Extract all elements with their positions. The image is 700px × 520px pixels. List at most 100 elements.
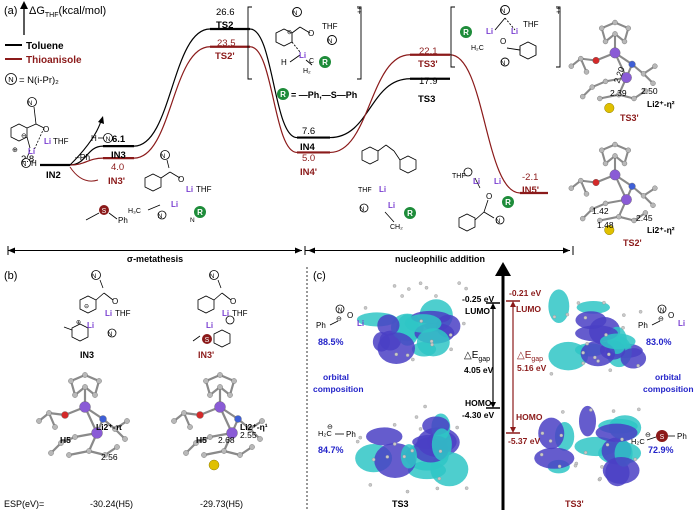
svg-text:R: R — [463, 28, 469, 37]
ts3-bracket — [450, 5, 561, 68]
nucleophilic-addition-label: nucleophilic addition — [395, 254, 485, 264]
panel-label-b: (b) — [4, 270, 17, 282]
n-circle-icon — [5, 73, 17, 85]
in3-3d-structure — [36, 372, 130, 458]
ts2p-value: 23.5 — [217, 38, 236, 49]
ts3p-li-eta-label: Li2⁺-η² — [647, 99, 675, 109]
connector-thioanisole-4 — [329, 54, 411, 154]
sigma-metathesis-label: σ-metathesis — [127, 254, 183, 264]
r-definition: R = —Ph,—S—Ph — [277, 88, 357, 100]
ts2p-li-eta-label: Li2⁺-η² — [647, 225, 675, 235]
egap-left-value: 4.05 eV — [464, 365, 494, 375]
in3-value: 6.1 — [112, 134, 126, 145]
energy-axis: ΔGTHF(kcal/mol) — [20, 1, 106, 35]
svg-text:O: O — [347, 311, 353, 320]
d-255: 2.55 — [240, 430, 257, 440]
in2-label: IN2 — [46, 170, 61, 181]
in4-label: IN4 — [300, 142, 316, 153]
d-148: 1.48 — [597, 220, 614, 230]
section-arrows — [7, 246, 574, 255]
svg-text:N: N — [293, 10, 298, 17]
svg-text:O: O — [112, 297, 118, 306]
in3p-structure — [144, 150, 181, 220]
svg-text:O: O — [500, 37, 506, 46]
ts3p-3d-label: TS3' — [620, 113, 639, 123]
connector-toluene-2 — [133, 28, 211, 147]
svg-text:Li: Li — [494, 177, 501, 186]
d-142: 1.42 — [592, 206, 609, 216]
svg-text:N: N — [360, 206, 365, 213]
panel-label-a: (a) — [4, 5, 17, 17]
svg-text:Li: Li — [678, 319, 685, 328]
in3-2d-structure — [63, 270, 117, 342]
svg-text:Li: Li — [299, 51, 306, 60]
svg-text:Li: Li — [105, 309, 112, 318]
connector-thioanisole-2 — [133, 46, 211, 159]
egap-left-label: △Egap — [464, 350, 490, 363]
in4p-label: IN4' — [300, 167, 317, 178]
li-eta-label: Li2⁺-η¹ — [240, 422, 268, 432]
profile-labels: 2.8 IN2 6.1 IN3 4.0 IN3' 26.6 TS2 23.5 T… — [21, 7, 539, 196]
lumo-right-value: -0.21 eV — [509, 288, 541, 298]
svg-text:O: O — [308, 29, 314, 38]
composition-label-left: composition — [313, 384, 364, 394]
in3-label: IN3 — [111, 150, 126, 161]
lumo-left-value: -0.25 eV — [462, 294, 494, 304]
d-245: 2.45 — [636, 213, 653, 223]
svg-text:THF: THF — [196, 185, 212, 194]
d-239: 2.39 — [610, 88, 627, 98]
pct-right-top: 83.0% — [646, 337, 672, 347]
svg-text:⊖: ⊖ — [327, 424, 333, 431]
svg-text:⊖: ⊖ — [21, 133, 27, 140]
svg-text:⊖: ⊖ — [336, 316, 342, 323]
svg-text:R: R — [197, 208, 203, 217]
lumo-left-label: LUMO — [465, 306, 490, 316]
homo-left-label: HOMO — [465, 398, 492, 408]
in4-value: 7.6 — [302, 126, 315, 137]
left-fragments: Ph ⊖ O N Li 88.5% orbital composition H₂… — [313, 304, 364, 455]
right-fragments: Ph ⊖ O N Li 83.0% orbital composition ⊖ … — [631, 304, 694, 455]
legend: Toluene Thioanisole N = N(i-Pr)₂ — [5, 41, 82, 86]
svg-text:⊖: ⊖ — [84, 304, 89, 310]
svg-text:N: N — [501, 60, 506, 67]
svg-text:O: O — [230, 297, 236, 306]
connector-thioanisole-5 — [449, 54, 521, 194]
svg-text:⊖: ⊖ — [658, 316, 664, 323]
ts3p-label: TS3' — [418, 59, 438, 70]
svg-text:THF: THF — [452, 173, 466, 180]
in2-structure — [10, 97, 45, 168]
orbital-clouds — [355, 281, 647, 494]
in3p-label: IN3' — [108, 176, 125, 187]
svg-text:R: R — [280, 90, 286, 99]
svg-text:CH₂: CH₂ — [390, 224, 403, 231]
svg-text:N: N — [106, 136, 111, 143]
legend-thioanisole-label: Thioanisole — [26, 55, 82, 66]
in5p-value: -2.1 — [522, 172, 538, 183]
h-n-fragment: H N — [69, 116, 113, 166]
svg-text:N: N — [338, 308, 342, 314]
svg-text:⊕: ⊕ — [12, 147, 18, 154]
svg-text:N: N — [501, 8, 506, 15]
svg-text:Li: Li — [87, 321, 94, 330]
homo-right-value: -5.37 eV — [508, 436, 540, 446]
svg-text:R: R — [505, 198, 511, 207]
svg-text:H₂C: H₂C — [471, 45, 484, 52]
in4p-value: 5.0 — [302, 153, 315, 164]
ts3p-label-c: TS3' — [565, 499, 584, 509]
svg-text:S: S — [205, 337, 210, 344]
h5-label-in3: H5 — [60, 435, 71, 445]
d-256: 2.56 — [101, 452, 118, 462]
svg-text:H: H — [31, 159, 37, 168]
svg-text:O: O — [178, 175, 184, 184]
li-label: Li — [44, 137, 51, 146]
ts2-value: 26.6 — [216, 7, 235, 18]
esp-in3p: -29.73(H5) — [200, 499, 243, 509]
in3p-value: 4.0 — [111, 162, 124, 173]
in3p-3d-structure — [171, 372, 265, 471]
connector-thioanisole-3 — [249, 46, 298, 154]
svg-text:N: N — [328, 38, 333, 45]
homo-right-label: HOMO — [516, 412, 543, 422]
orbital-label-left: orbital — [323, 372, 349, 382]
egap-right-value: 5.16 eV — [517, 363, 547, 373]
ts2p-label: TS2' — [215, 51, 235, 62]
